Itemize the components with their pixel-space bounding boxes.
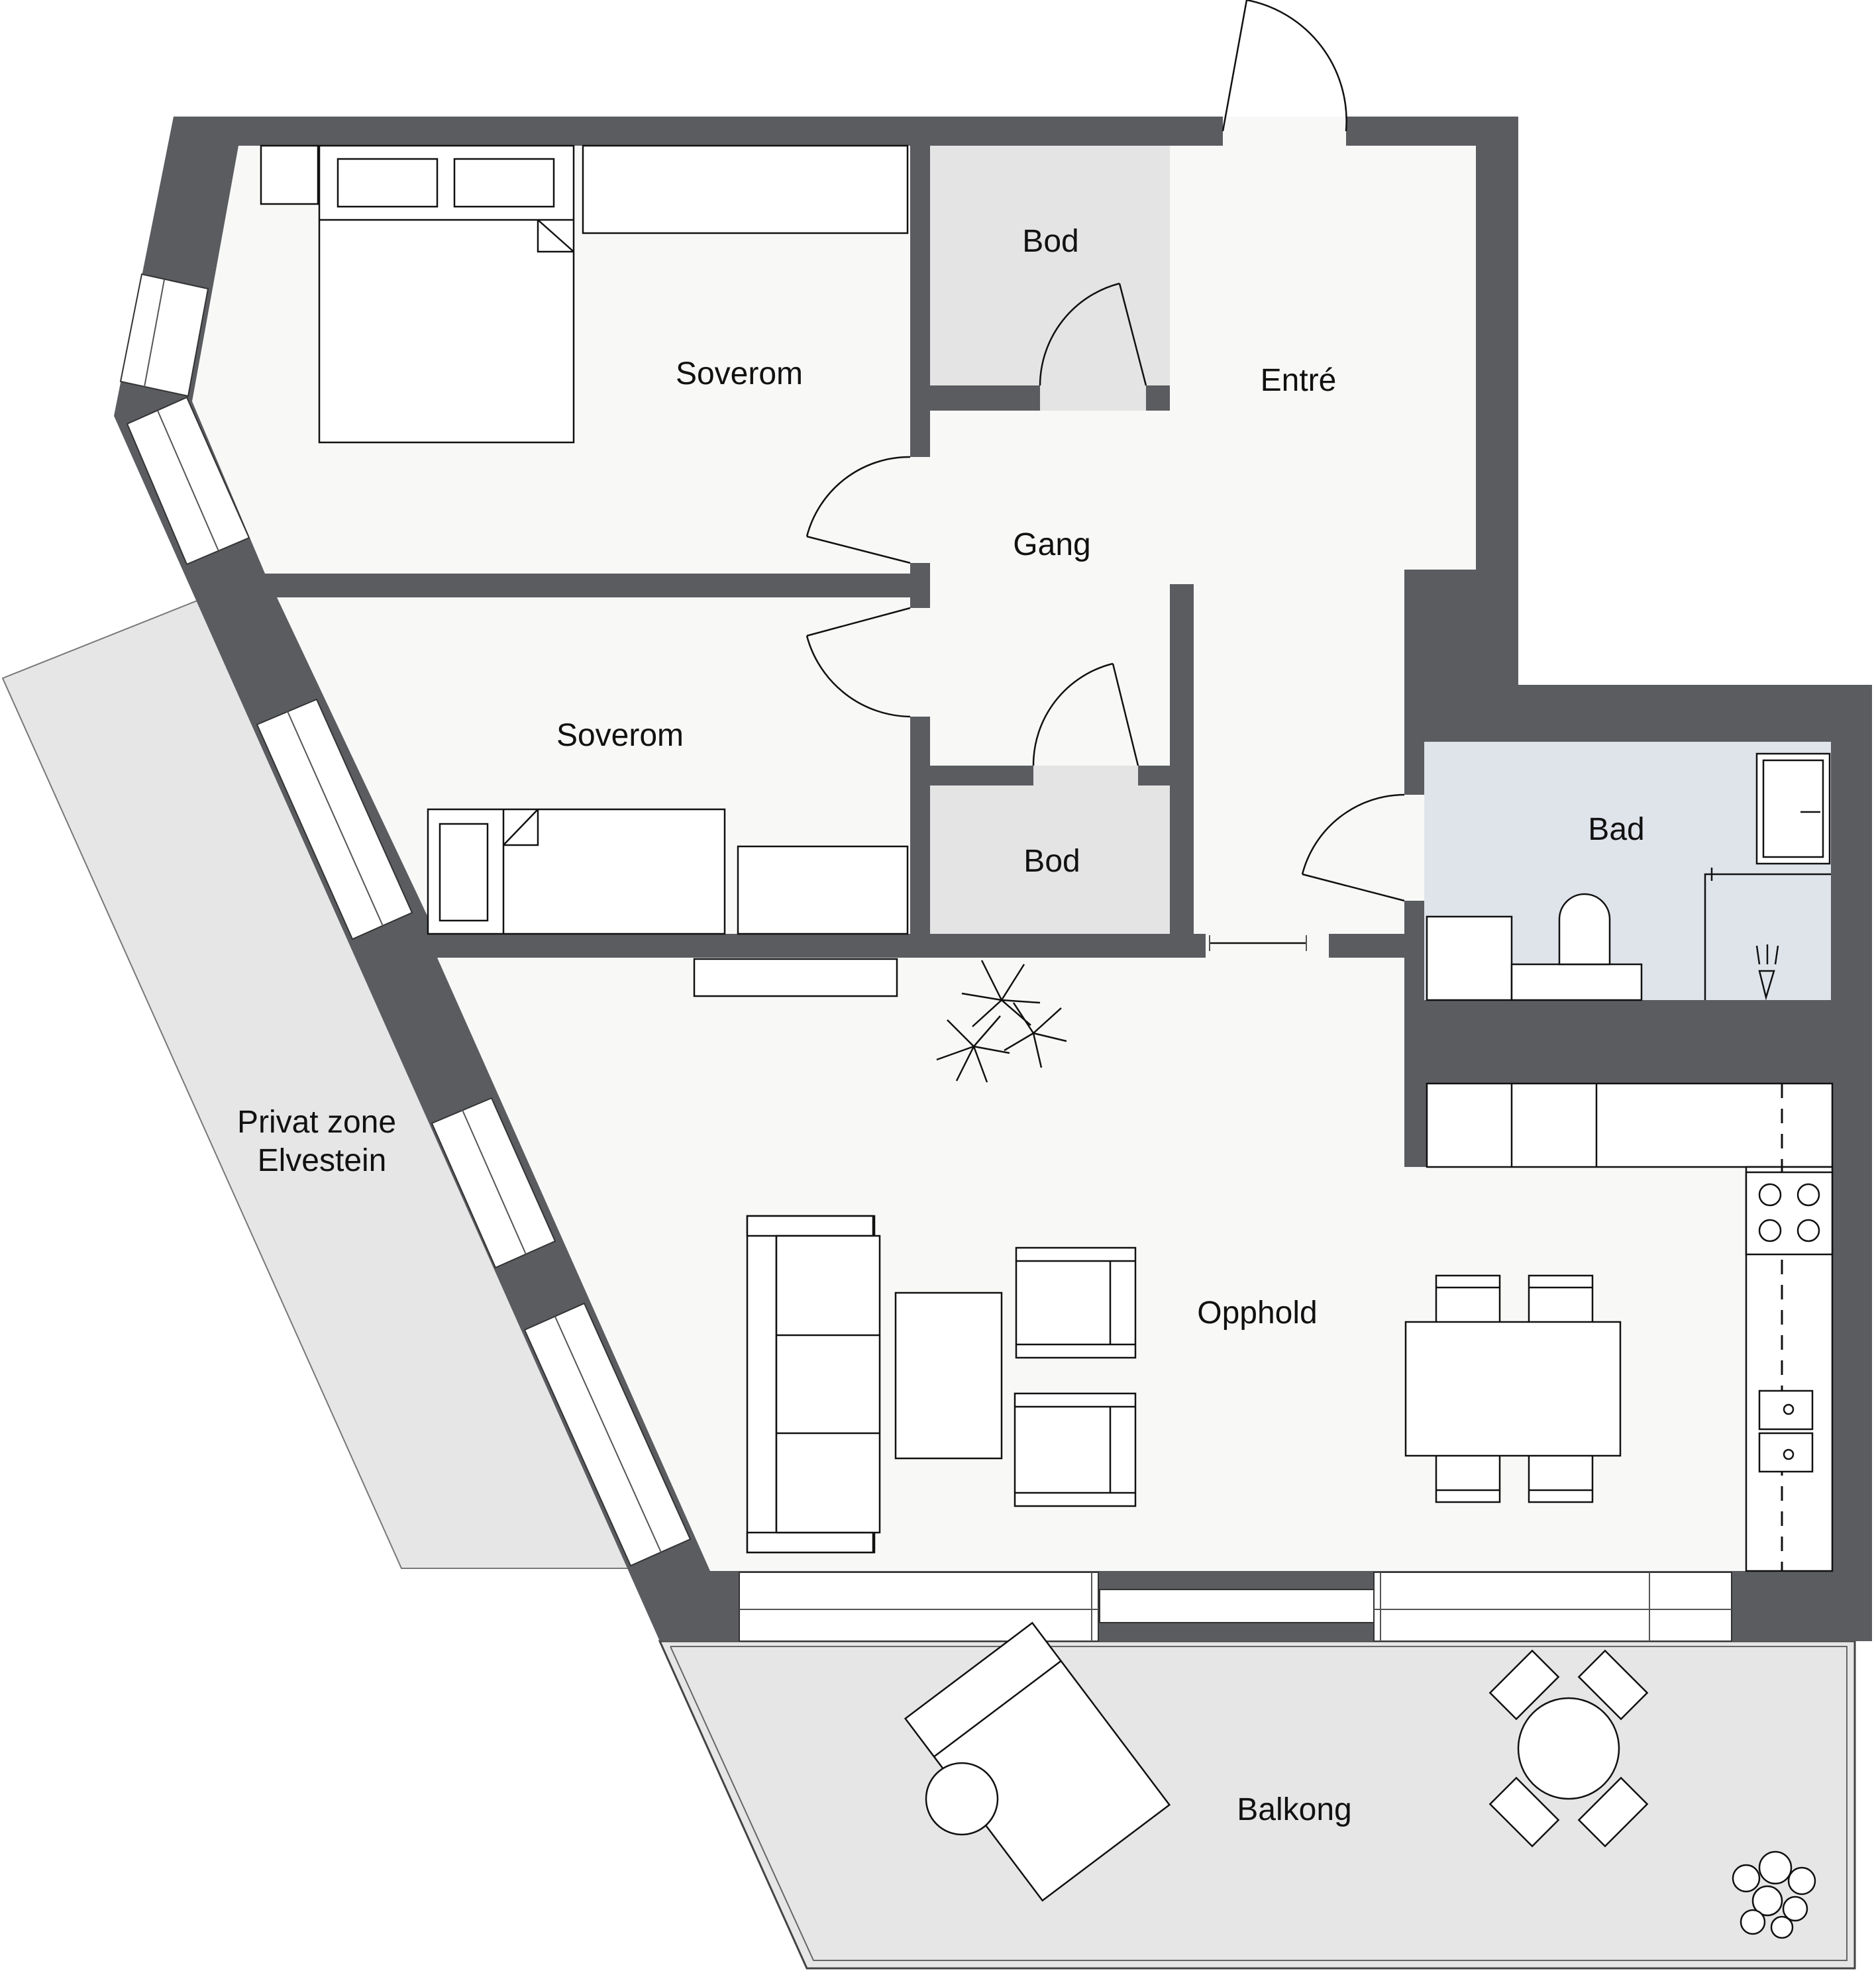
window-s1 bbox=[739, 1572, 1099, 1642]
plant-icon bbox=[936, 960, 1067, 1083]
window-w2 bbox=[256, 698, 413, 940]
nightstand bbox=[260, 144, 319, 205]
label-gang: Gang bbox=[1013, 527, 1090, 562]
label-opphold: Opphold bbox=[1197, 1295, 1317, 1331]
single-bed bbox=[427, 808, 726, 935]
window-w3 bbox=[431, 1097, 556, 1269]
armchair-bottom bbox=[1014, 1392, 1137, 1507]
coffee-table bbox=[894, 1291, 1003, 1460]
floor-drain-icon bbox=[1755, 944, 1779, 1001]
label-privat-zone: Privat zone bbox=[237, 1105, 396, 1140]
hall-floor bbox=[930, 146, 1476, 934]
storage-bottom-door[interactable] bbox=[1032, 662, 1139, 785]
label-entre: Entré bbox=[1261, 363, 1337, 398]
sideboard bbox=[693, 958, 898, 997]
patio-table-set bbox=[1488, 1649, 1649, 1848]
double-bed bbox=[318, 144, 575, 444]
bedroom-bottom-door[interactable] bbox=[806, 607, 930, 718]
bathroom-door[interactable] bbox=[1301, 793, 1424, 902]
sliding-door-s bbox=[1099, 1589, 1375, 1623]
label-bod-top: Bod bbox=[1022, 224, 1078, 259]
toilet bbox=[1558, 893, 1611, 966]
label-soverom-top: Soverom bbox=[676, 356, 803, 391]
window-s2 bbox=[1373, 1572, 1732, 1642]
label-bad: Bad bbox=[1588, 812, 1644, 847]
dining-table bbox=[1404, 1274, 1622, 1503]
side-table bbox=[925, 1762, 999, 1836]
kitchen-upper-counter bbox=[1426, 1082, 1834, 1168]
wardrobe-bottom bbox=[737, 845, 909, 935]
cooktop bbox=[1745, 1171, 1834, 1256]
label-elvestein: Elvestein bbox=[258, 1143, 387, 1178]
bedroom-top-door[interactable] bbox=[806, 456, 930, 564]
entrance-door[interactable] bbox=[1222, 0, 1347, 146]
shower bbox=[1704, 752, 1831, 1000]
storage-bottom-floor bbox=[930, 785, 1170, 934]
balcony-plant-icon bbox=[1732, 1850, 1816, 1939]
storage-top-door[interactable] bbox=[1039, 282, 1147, 411]
label-bod-bottom: Bod bbox=[1023, 844, 1080, 879]
balcony-railing bbox=[670, 1646, 1848, 1961]
label-soverom-bottom: Soverom bbox=[556, 718, 684, 753]
toilet-box bbox=[1510, 963, 1643, 1001]
storage-top-floor bbox=[930, 146, 1170, 385]
kitchen-sink bbox=[1758, 1390, 1814, 1473]
window-nw bbox=[119, 273, 209, 397]
wardrobe-top bbox=[582, 144, 909, 234]
sliding-door-hall[interactable] bbox=[1206, 934, 1329, 958]
washing-machine bbox=[1426, 915, 1513, 1001]
label-balkong: Balkong bbox=[1237, 1792, 1351, 1827]
armchair-top bbox=[1015, 1246, 1137, 1359]
sofa bbox=[746, 1215, 881, 1554]
